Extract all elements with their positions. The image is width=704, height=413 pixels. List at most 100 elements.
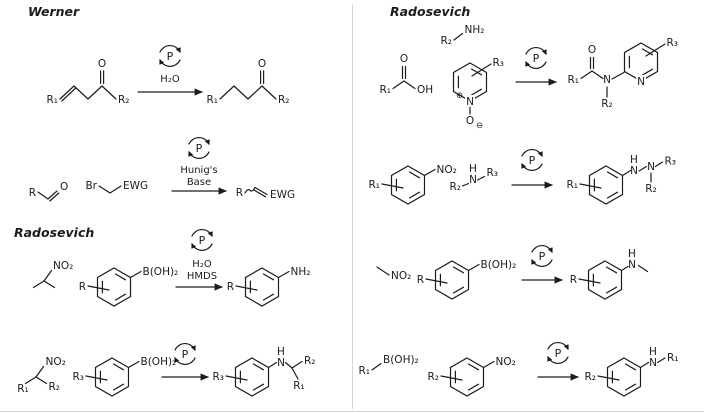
r-label: R <box>236 187 243 199</box>
nitroalkane-reactant: NO₂ R₁ R₂ <box>17 356 66 395</box>
oh-label: OH <box>417 84 433 96</box>
br-label: Br <box>85 180 97 192</box>
nh-h-label: H <box>630 154 638 166</box>
benzene-ring <box>434 260 470 300</box>
r2-label: R₂ <box>584 371 596 383</box>
r2-label: R₂ <box>601 98 613 110</box>
r3-label: R₃ <box>667 37 679 49</box>
aldehyde-o-label: O <box>60 181 68 193</box>
carbonyl-o-label: O <box>258 58 266 70</box>
catalyst-p-label: P <box>533 52 540 65</box>
ewg-label: EWG <box>270 189 295 201</box>
carboxylic-acid-reactant: O R₁ OH <box>379 53 433 96</box>
reaction-enone-reduction: R₁ O R₂ P H₂O R₁ O R₂ <box>46 46 290 106</box>
catalyst-p-label: P <box>199 234 206 247</box>
amide-n-label: N <box>603 74 611 86</box>
r1-label: R₁ <box>368 179 380 191</box>
nitroarene-reactant: R₁ NO₂ <box>368 164 457 205</box>
arylboronic-acid-reactant: R₃ B(OH)₂ <box>72 356 177 397</box>
header-radosevich-left: Radosevich <box>14 225 94 240</box>
arylboronic-acid-reactant: R B(OH)₂ <box>79 266 179 307</box>
bromide-reactant: Br EWG <box>85 180 148 194</box>
reaction-amide-coupling: O R₁ OH R₂ NH₂ R₃ ⊕ N O ⊖ P <box>379 24 678 131</box>
r3-label: R₃ <box>487 167 499 179</box>
n-label: N <box>277 357 285 369</box>
reaction-nitromethane-boronic-amination: NO₂ R B(OH)₂ P R H N <box>376 246 649 300</box>
catalyst-cycle-icon: P <box>532 246 552 267</box>
n-label: N <box>628 259 636 271</box>
sec-arylamine-product: R₃ H N R₂ R₁ <box>212 346 316 397</box>
condition-hmds: HMDS <box>187 271 217 282</box>
aldehyde-reactant: R O <box>29 181 68 202</box>
plus-charge-icon: ⊕ <box>456 91 463 101</box>
catalyst-cycle-icon: P <box>189 138 209 159</box>
r3-label: R₃ <box>72 371 84 383</box>
minus-charge-icon: ⊖ <box>476 121 483 131</box>
sec-arylamine-product: R₂ H N R₁ <box>584 346 679 397</box>
catalyst-p-label: P <box>555 347 562 360</box>
condition-water: H₂O <box>192 259 212 270</box>
boh2-label: B(OH)₂ <box>481 259 517 271</box>
r1-label: R₁ <box>379 84 391 96</box>
r1-label: R₁ <box>667 352 679 364</box>
r2-label: R₂ <box>427 371 439 383</box>
reaction-olefination: R O Br EWG P Hunig's Base R EWG <box>29 138 295 202</box>
nh-h-label: H <box>649 346 657 358</box>
condition-water: H₂O <box>160 74 180 85</box>
carbonyl-o-label: O <box>588 44 596 56</box>
reaction-nitroarene-amine-coupling: R₁ NO₂ R₂ H N R₃ P R₁ H N N R₃ <box>368 150 677 205</box>
r1-label: R₁ <box>567 74 579 86</box>
secondary-amine-reactant: R₂ H N R₃ <box>449 163 498 193</box>
carbonyl-o-label: O <box>98 58 106 70</box>
catalyst-p-label: P <box>182 348 189 361</box>
nh-h-label: H <box>469 163 477 175</box>
alkylboronic-acid-reactant: R₁ B(OH)₂ <box>358 354 418 377</box>
boh2-label: B(OH)₂ <box>141 356 177 368</box>
benzene-ring <box>234 357 270 397</box>
catalyst-cycle-icon: P <box>192 230 212 251</box>
catalyst-p-label: P <box>529 154 536 167</box>
no2-label: NO₂ <box>437 164 457 176</box>
r1-label: R₁ <box>566 179 578 191</box>
ketone-product: R₁ O R₂ <box>206 58 289 106</box>
nitropropane-reactant: NO₂ <box>32 260 73 289</box>
benzene-ring <box>244 267 280 307</box>
benzene-ring <box>390 165 426 205</box>
benzene-ring <box>449 357 485 397</box>
nh-h-label: H <box>628 248 636 260</box>
catalyst-p-label: P <box>196 142 203 155</box>
r3-label: R₃ <box>212 371 224 383</box>
boh2-label: B(OH)₂ <box>383 354 419 366</box>
reaction-nitro-boronic-amination: NO₂ R B(OH)₂ P H₂O HMDS R NH₂ <box>32 230 310 307</box>
alkene-product: R EWG <box>236 186 295 201</box>
r2-label: R₂ <box>304 355 316 367</box>
r1-label: R₁ <box>293 380 305 392</box>
nitroarene-reactant: R₂ NO₂ <box>427 356 516 397</box>
r3-label: R₃ <box>665 156 677 168</box>
arylboronic-acid-reactant: R B(OH)₂ <box>417 259 517 300</box>
no2-label: NO₂ <box>46 356 66 368</box>
r-label: R <box>570 274 577 286</box>
no2-label: NO₂ <box>53 260 73 272</box>
condition-base: Base <box>187 177 211 188</box>
r2-label: R₂ <box>49 381 61 393</box>
catalyst-cycle-icon: P <box>175 344 195 365</box>
n-label: N <box>469 174 477 186</box>
carbonyl-o-label: O <box>400 53 408 65</box>
r-label: R <box>227 281 234 293</box>
n-label: N <box>649 357 657 369</box>
reaction-sec-nitro-boronic-amination: NO₂ R₁ R₂ R₃ B(OH)₂ P R₃ H N R₂ R₁ <box>17 344 316 397</box>
r1-label: R₁ <box>17 383 29 395</box>
amide-product: O R₁ N R₂ N R₃ <box>567 37 678 110</box>
r-label: R <box>29 187 36 199</box>
header-werner: Werner <box>28 4 80 19</box>
r3-label: R₃ <box>493 57 505 69</box>
nitromethane-reactant: NO₂ <box>376 266 411 282</box>
ring-n-label: N <box>637 76 645 88</box>
catalyst-p-label: P <box>167 50 174 63</box>
n-methylaniline-product: R H N <box>570 248 649 300</box>
benzene-ring <box>588 165 624 205</box>
boh2-label: B(OH)₂ <box>143 266 179 278</box>
no2-label: NO₂ <box>391 270 411 282</box>
